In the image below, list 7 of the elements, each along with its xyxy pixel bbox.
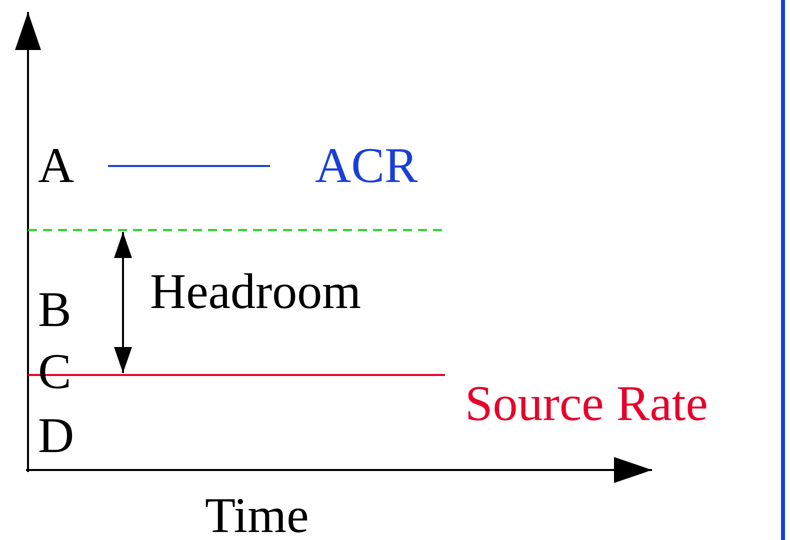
line-label: ACR	[315, 140, 418, 190]
axis-title: Time	[205, 490, 309, 540]
dimension-label: Headroom	[150, 266, 362, 316]
axis-label: A	[38, 140, 74, 190]
axis-label: D	[38, 410, 74, 460]
line-label: Source Rate	[465, 378, 708, 428]
axis-label: B	[38, 284, 72, 334]
